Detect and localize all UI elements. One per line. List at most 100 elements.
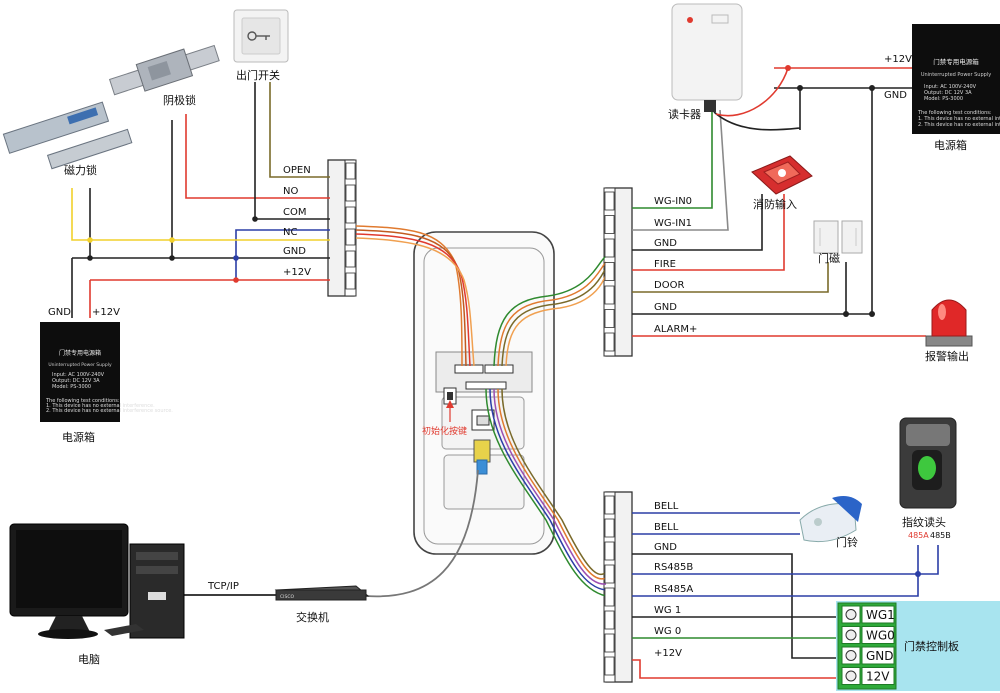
- svg-text:2. This device has no external: 2. This device has no external interfere…: [46, 408, 173, 414]
- fingerprint-485b: 485B: [930, 531, 951, 540]
- door-button-device: [233, 9, 289, 63]
- right-top-terminal-label: ALARM+: [654, 324, 697, 335]
- right-bottom-terminal-label: +12V: [654, 648, 682, 659]
- alarm-output-device: [925, 299, 973, 347]
- terminal-screw: [604, 656, 615, 676]
- left-terminal-label: GND: [283, 246, 306, 257]
- svg-text:2. This device has no external: 2. This device has no external interfere…: [918, 122, 1000, 128]
- psu-right-device: 门禁专用电源箱 Uninterrupted Power Supply Input…: [912, 24, 1000, 134]
- computer-device: [9, 523, 185, 639]
- board-pin-label: GND: [866, 649, 894, 663]
- terminal-screw: [604, 564, 615, 584]
- right-bottom-wires: [632, 512, 939, 679]
- reset-button-label: 初始化按键: [422, 425, 467, 437]
- doorbell-device: [799, 496, 862, 543]
- terminal-screw: [604, 495, 615, 515]
- svg-text:The following test conditions:: The following test conditions:: [45, 398, 120, 404]
- right-bottom-terminal-label: RS485A: [654, 584, 693, 595]
- right-bottom-terminal-label: BELL: [654, 501, 679, 512]
- fingerprint-device: [899, 417, 957, 509]
- left-terminal-block: [327, 159, 357, 297]
- terminal-screw: [345, 162, 356, 180]
- psu-right-12v: +12V: [884, 54, 912, 65]
- svg-text:Input: AC 100V-240V: Input: AC 100V-240V: [924, 84, 977, 90]
- alarm-output-label: 报警输出: [925, 349, 969, 363]
- board-pin-label: WG0: [866, 629, 895, 643]
- terminal-screw: [345, 272, 356, 290]
- strike-lock-device: [108, 44, 220, 96]
- right-bottom-terminal-label: WG 1: [654, 605, 681, 616]
- doorbell-label: 门铃: [836, 535, 858, 549]
- board-pin-cell: [861, 667, 895, 685]
- board-pin-cell: [861, 646, 895, 665]
- left-wires: [71, 82, 330, 318]
- switch-brand: CISCO: [280, 594, 294, 600]
- board-pin-cell: [861, 605, 895, 624]
- psu-left-gnd: GND: [48, 307, 71, 318]
- svg-text:门禁专用电源箱: 门禁专用电源箱: [59, 349, 101, 357]
- left-terminal-label: +12V: [283, 267, 311, 278]
- terminal-screw: [345, 206, 356, 224]
- terminal-screw: [345, 228, 356, 246]
- terminal-screw: [604, 332, 615, 352]
- board-pin-screw-head: [845, 629, 857, 641]
- svg-text:门禁专用电源箱: 门禁专用电源箱: [933, 57, 979, 66]
- terminal-screw: [604, 191, 615, 211]
- svg-text:Output: DC 12V 3A: Output: DC 12V 3A: [924, 90, 972, 96]
- left-terminal-label: COM: [283, 207, 306, 218]
- psu-right-gnd: GND: [884, 90, 907, 101]
- terminal-screw: [604, 610, 615, 630]
- psu-left-12v: +12V: [92, 307, 120, 318]
- access-controller: [413, 231, 555, 555]
- terminal-screw: [604, 262, 615, 281]
- terminal-screw: [604, 309, 615, 328]
- computer-label: 电脑: [78, 653, 100, 666]
- svg-text:The following test conditions:: The following test conditions:: [917, 110, 992, 116]
- psu-left-label: 电源箱: [62, 430, 95, 444]
- terminal-screw: [345, 250, 356, 268]
- switch-label: 交换机: [296, 610, 329, 624]
- right-top-terminal-label: WG-IN1: [654, 218, 692, 229]
- fire-input-label: 消防输入: [753, 197, 797, 211]
- svg-text:Model: PS-3000: Model: PS-3000: [924, 96, 963, 102]
- right-top-ribbon-cable: [493, 255, 607, 367]
- board-pin-label: WG1: [866, 608, 895, 622]
- door-sensor-label: 门磁: [818, 251, 840, 265]
- fire-input-device: [751, 155, 813, 195]
- fingerprint-485a: 485A: [908, 531, 929, 540]
- right-top-terminal-label: GND: [654, 238, 677, 249]
- fingerprint-label: 指纹读头: [902, 515, 946, 529]
- svg-text:1. This device has no external: 1. This device has no external interfere…: [46, 403, 155, 409]
- psu-right-label: 电源箱: [934, 138, 967, 152]
- left-terminal-labels: OPEN NO COM NC GND +12V: [283, 165, 311, 278]
- left-terminal-label: NC: [283, 227, 297, 238]
- network-wires: [184, 469, 479, 598]
- board-pin-cell: [861, 626, 895, 644]
- board-pin-label: 12V: [866, 670, 890, 684]
- strike-lock-label: 阴极锁: [163, 93, 196, 107]
- door-sensor-device: [813, 220, 863, 254]
- terminal-screw: [604, 633, 615, 653]
- right-bottom-ribbon-cable: [485, 388, 607, 597]
- key-icon: [247, 31, 270, 41]
- left-terminal-label: NO: [283, 186, 298, 197]
- left-ribbon-cable: [355, 225, 475, 367]
- terminal-screw: [604, 238, 615, 258]
- switch-device: CISCO: [274, 585, 370, 601]
- door-button-label: 出门开关: [236, 68, 280, 82]
- right-top-wires: [632, 65, 926, 337]
- terminal-screw: [604, 518, 615, 538]
- psu-left-device: 门禁专用电源箱 Uninterrupted Power Supply Input…: [40, 322, 173, 422]
- card-reader-device: [671, 3, 743, 112]
- left-terminal-label: OPEN: [283, 165, 311, 176]
- terminal-screw: [604, 215, 615, 234]
- terminal-screw: [604, 541, 615, 561]
- svg-text:Output: DC 12V 3A: Output: DC 12V 3A: [52, 378, 100, 384]
- mag-lock-device: [2, 101, 133, 170]
- svg-text:1. This device has no external: 1. This device has no external interfere…: [918, 116, 1000, 122]
- control-board-label: 门禁控制板: [904, 639, 959, 653]
